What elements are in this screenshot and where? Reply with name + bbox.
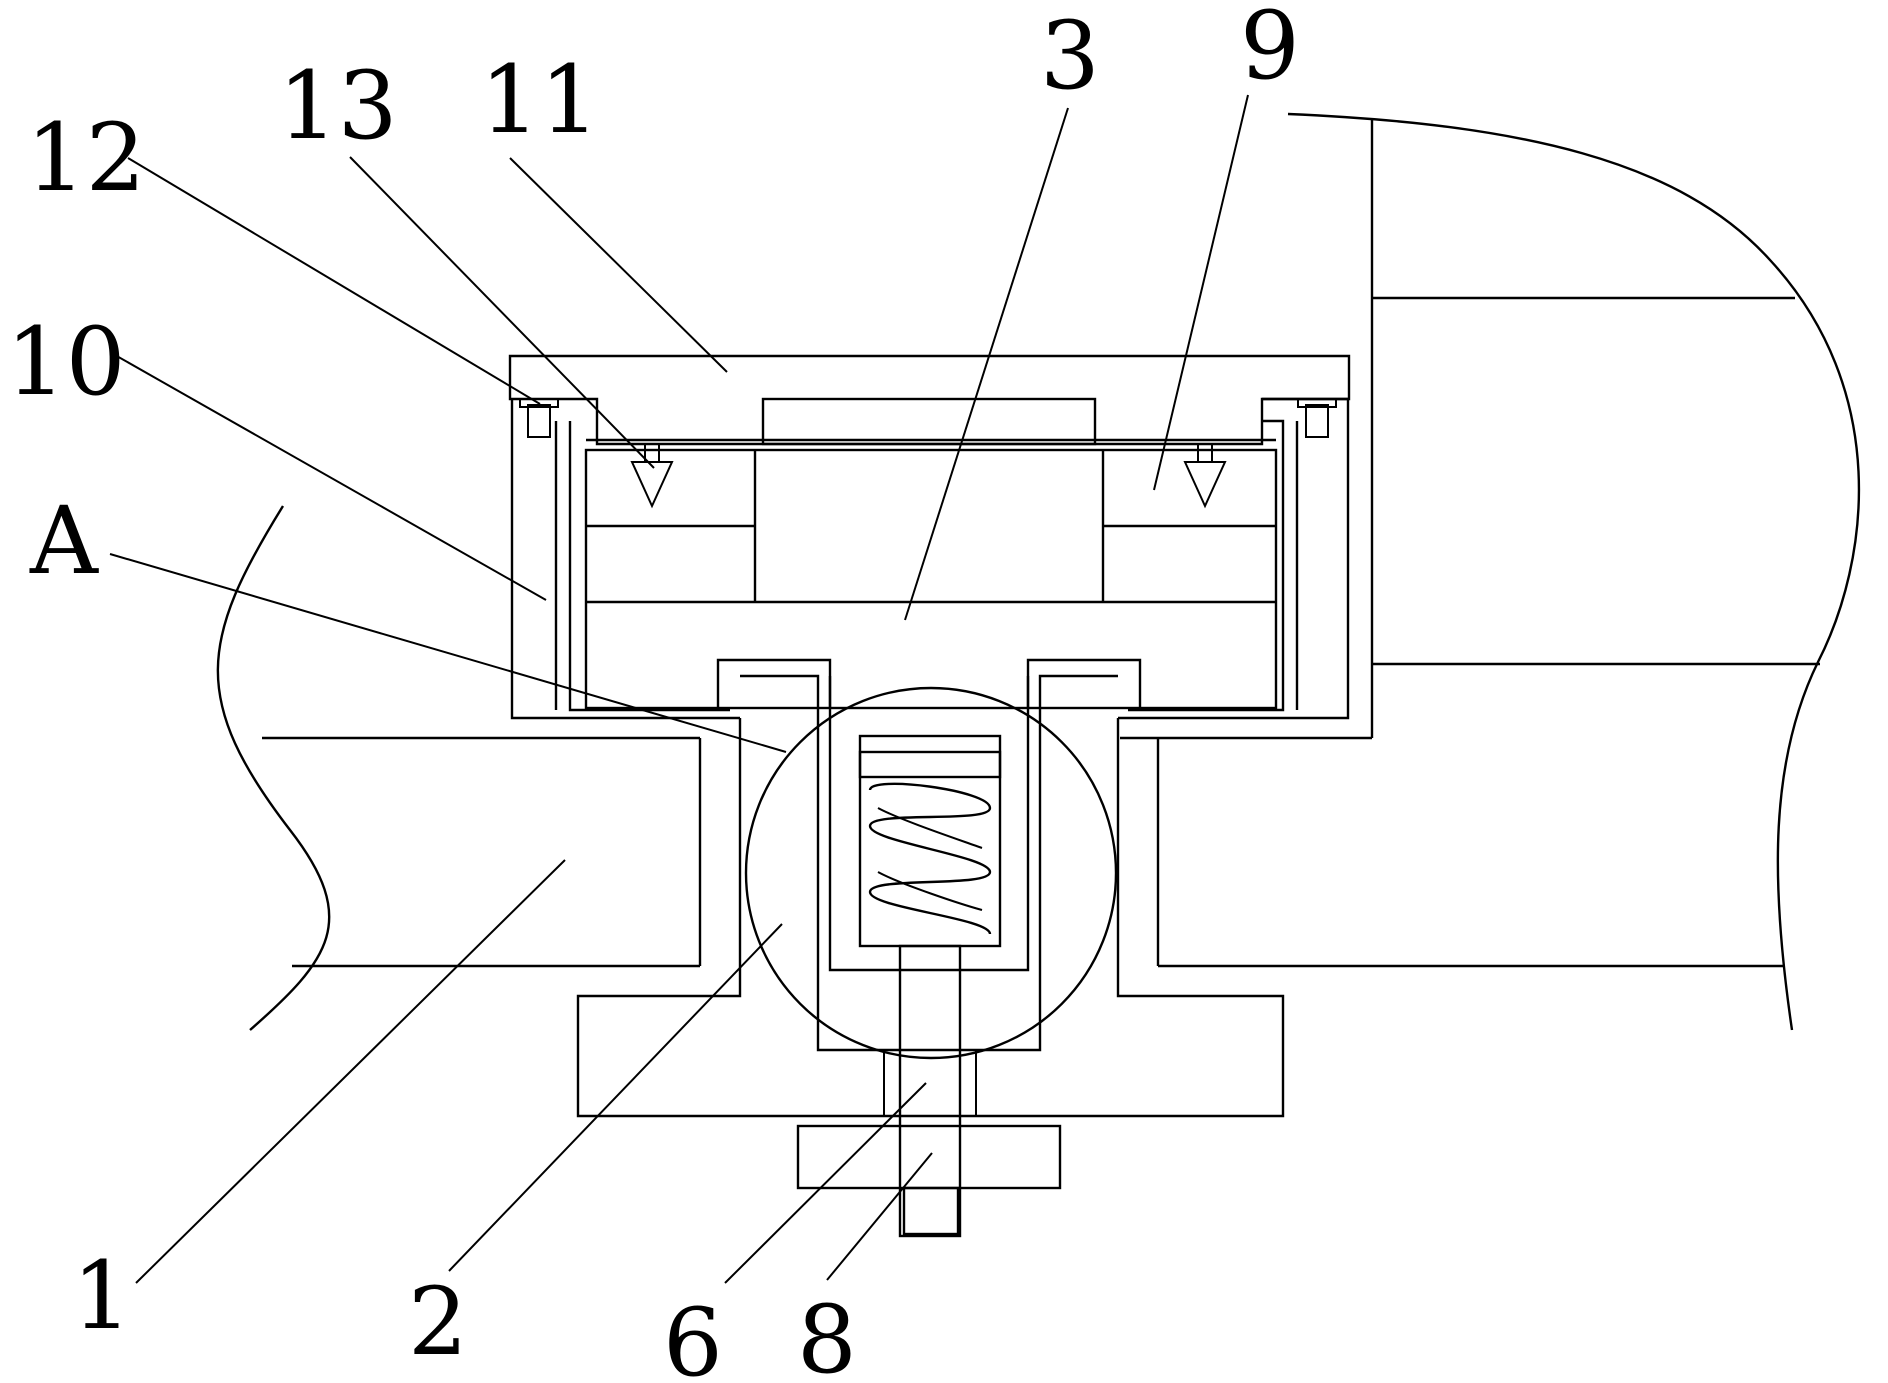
left-pin-head xyxy=(519,398,559,408)
label-8: 8 xyxy=(797,1286,857,1383)
left-break-line xyxy=(216,505,331,1031)
carrier-block-outline xyxy=(584,448,1278,710)
left-pin xyxy=(527,404,551,438)
part-12-pins xyxy=(519,398,1337,438)
label-6: 6 xyxy=(663,1289,723,1383)
right-pin-head xyxy=(1297,398,1337,408)
label-10: 10 xyxy=(6,308,126,417)
label-2: 2 xyxy=(408,1268,468,1377)
callout-labels: 1 2 3 6 8 9 10 11 12 13 A xyxy=(6,0,1300,1383)
part-10-housing xyxy=(510,397,1350,720)
cover-center-boss xyxy=(761,397,1097,446)
label-1: 1 xyxy=(72,1242,132,1351)
label-9: 9 xyxy=(1240,0,1300,101)
sleeve-inner-u xyxy=(740,674,1118,1052)
leader-1 xyxy=(135,859,566,1284)
part-11-cover-plate xyxy=(508,354,1351,446)
leader-6 xyxy=(724,1082,927,1284)
leader-A xyxy=(109,553,787,753)
part-6-rod xyxy=(883,944,977,1238)
spring-assembly xyxy=(858,734,1002,948)
rod-end xyxy=(902,1186,960,1236)
housing-inner-wall xyxy=(568,419,1285,712)
spring-coil-inner xyxy=(877,807,983,911)
right-pin xyxy=(1305,404,1329,438)
housing-outer-wall xyxy=(510,397,1350,720)
detail-a-circle xyxy=(744,686,1118,1060)
part-8-nut xyxy=(796,1124,1062,1236)
right-break-line xyxy=(1287,112,1861,1031)
label-12: 12 xyxy=(26,104,146,213)
spring-coil xyxy=(868,782,992,935)
leader-13 xyxy=(349,156,655,469)
label-3: 3 xyxy=(1040,2,1100,111)
spring-housing xyxy=(858,734,1002,948)
leader-3 xyxy=(904,107,1069,621)
rod-shaft xyxy=(898,944,962,1238)
label-11: 11 xyxy=(480,46,600,155)
leader-11 xyxy=(509,157,728,373)
leader-10 xyxy=(114,354,547,601)
label-A: A xyxy=(29,487,99,596)
part-3-carrier-block xyxy=(584,438,1278,710)
part-1-base-frame xyxy=(216,112,1861,1031)
right-indicator-triangle xyxy=(1183,461,1227,509)
left-indicator-stem xyxy=(644,443,660,463)
leader-12 xyxy=(127,157,541,405)
leader-9 xyxy=(1153,94,1249,491)
label-13: 13 xyxy=(278,52,398,161)
part-13-indicators xyxy=(630,443,1227,509)
leader-8 xyxy=(826,1152,933,1281)
left-indicator-triangle xyxy=(630,461,674,509)
leader-2 xyxy=(448,923,783,1272)
sleeve-left-outer xyxy=(716,658,832,966)
part-2-sleeve xyxy=(576,658,1285,1118)
sleeve-inner-bore xyxy=(828,676,1030,972)
sleeve-right-outer xyxy=(1026,658,1142,966)
sleeve-flange xyxy=(576,966,1285,1118)
spring-cap xyxy=(858,750,1002,779)
right-indicator-stem xyxy=(1197,443,1213,463)
leader-lines xyxy=(109,94,1249,1284)
